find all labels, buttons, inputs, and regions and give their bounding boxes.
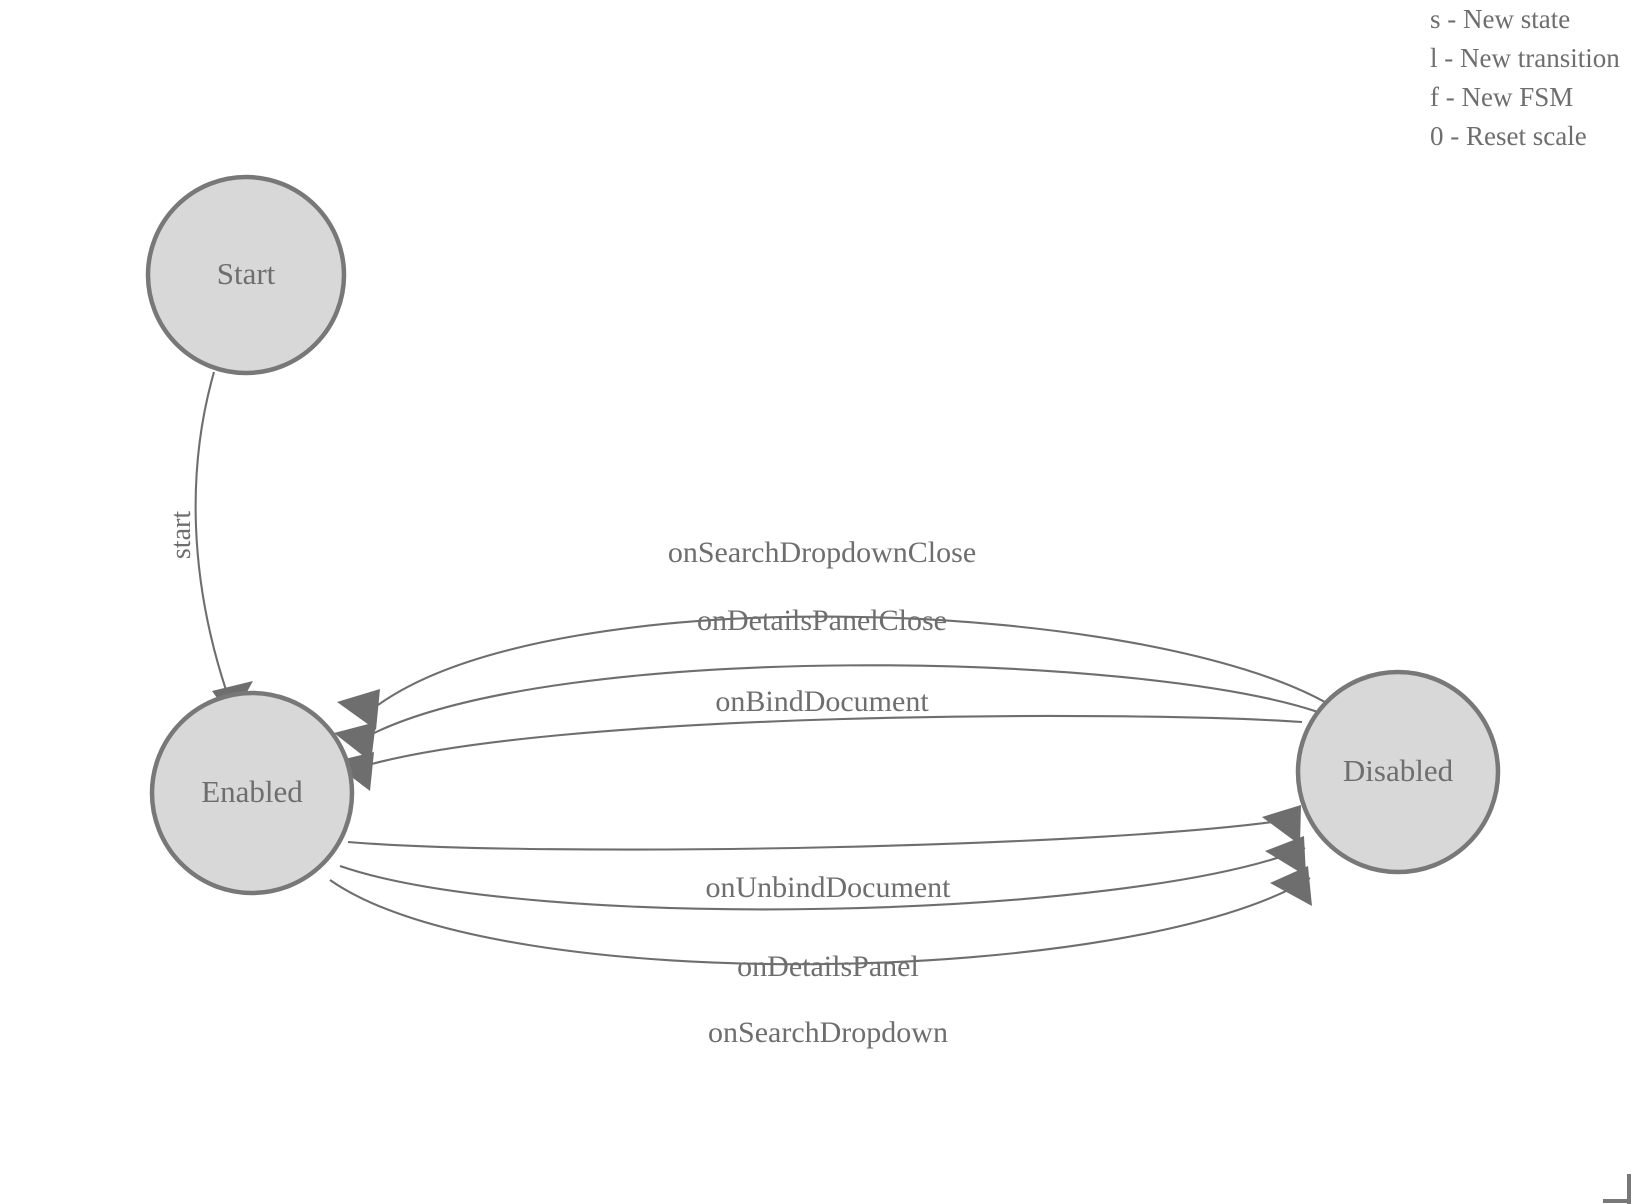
transition-label-start: start bbox=[166, 511, 197, 559]
edge-path-onunbinddocument bbox=[347, 816, 1301, 851]
state-label-start: Start bbox=[217, 256, 276, 291]
edge-path-ondetailspanelclose bbox=[369, 664, 1319, 736]
resize-corner-vertical-mark[interactable] bbox=[1627, 1174, 1631, 1204]
resize-corner-horizontal-mark[interactable] bbox=[1603, 1199, 1631, 1203]
transition-label-ondetailspanelclose: onDetailsPanelClose bbox=[697, 604, 947, 637]
state-node-start[interactable]: Start bbox=[145, 174, 347, 376]
edge-path-onbinddocument bbox=[367, 714, 1303, 767]
state-circle-disabled[interactable] bbox=[1295, 669, 1501, 875]
arrowhead-ondetailspanel bbox=[1265, 836, 1306, 876]
state-label-disabled: Disabled bbox=[1343, 753, 1454, 788]
arrowhead-onsearchdropdown bbox=[1270, 866, 1312, 906]
transition-ondetailspanelclose[interactable]: onDetailsPanelClose bbox=[334, 604, 1319, 762]
help-line-new-transition: l - New transition bbox=[1430, 43, 1620, 73]
help-line-new-fsm: f - New FSM bbox=[1430, 82, 1574, 112]
edge-path-ondetailspanel bbox=[339, 847, 1306, 911]
state-label-enabled: Enabled bbox=[201, 774, 303, 809]
transition-start-to-enabled[interactable]: start bbox=[166, 371, 253, 719]
transition-label-ondetailspanel: onDetailsPanel bbox=[737, 950, 919, 983]
help-line-new-state: s - New state bbox=[1430, 4, 1571, 34]
arrowhead-onsearchdropdownclose bbox=[337, 689, 380, 730]
transition-ondetailspanel[interactable]: onDetailsPanel bbox=[339, 836, 1306, 983]
transition-label-onbinddocument: onBindDocument bbox=[715, 685, 929, 718]
state-circle-start[interactable] bbox=[145, 174, 347, 376]
transition-onunbinddocument[interactable]: onUnbindDocument bbox=[347, 805, 1301, 904]
keyboard-help-overlay: s - New state l - New transition f - New… bbox=[1430, 0, 1632, 156]
state-node-disabled[interactable]: Disabled bbox=[1295, 669, 1501, 875]
transition-onbinddocument[interactable]: onBindDocument bbox=[332, 685, 1303, 791]
transition-onsearchdropdownclose[interactable]: onSearchDropdownClose bbox=[337, 536, 1331, 730]
edge-path-onsearchdropdownclose bbox=[377, 615, 1331, 706]
transition-label-onsearchdropdown: onSearchDropdown bbox=[708, 1016, 948, 1049]
arrowhead-ondetailspanelclose bbox=[334, 722, 376, 762]
edge-path-onsearchdropdown bbox=[329, 877, 1311, 966]
state-node-enabled[interactable]: Enabled bbox=[149, 690, 355, 896]
state-circle-enabled[interactable] bbox=[149, 690, 355, 896]
edge-path-start-enabled bbox=[194, 371, 227, 691]
transition-label-onsearchdropdownclose: onSearchDropdownClose bbox=[668, 536, 976, 569]
help-line-reset-scale: 0 - Reset scale bbox=[1430, 121, 1587, 151]
transition-label-onunbinddocument: onUnbindDocument bbox=[706, 871, 952, 904]
arrowhead-onunbinddocument bbox=[1262, 805, 1301, 845]
transition-onsearchdropdown[interactable]: onSearchDropdown bbox=[329, 866, 1312, 1049]
